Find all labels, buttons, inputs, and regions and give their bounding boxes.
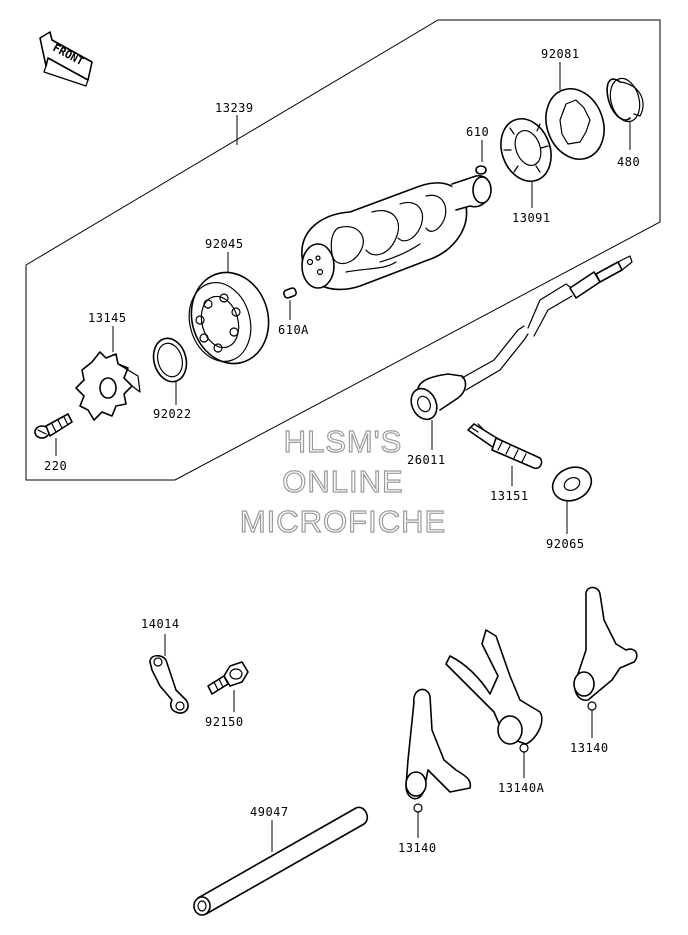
part-label-92150: 92150 xyxy=(205,715,244,729)
part-label-480: 480 xyxy=(617,155,640,169)
watermark-line-2: ONLINE xyxy=(282,464,403,499)
shaft-49047 xyxy=(193,806,369,916)
shift-drum xyxy=(301,175,492,291)
part-label-92065: 92065 xyxy=(546,537,585,551)
part-label-92022: 92022 xyxy=(153,407,192,421)
part-label-220: 220 xyxy=(44,459,67,473)
screw-220 xyxy=(34,413,73,439)
star-plate-13091 xyxy=(500,118,552,182)
part-label-13145: 13145 xyxy=(88,311,127,325)
part-label-92081: 92081 xyxy=(541,47,580,61)
neutral-switch-26011 xyxy=(410,255,633,421)
bearing-92045 xyxy=(188,271,270,365)
watermark-line-1: HLSM'S xyxy=(284,424,403,459)
fork-13140-right xyxy=(573,586,638,711)
washer-92065 xyxy=(551,466,593,502)
watermark: HLSM'S ONLINE MICROFICHE xyxy=(239,423,446,539)
pin-610A xyxy=(283,287,297,299)
part-label-13151: 13151 xyxy=(490,489,529,503)
star-cam-13145 xyxy=(75,351,141,421)
circlip-480 xyxy=(606,77,644,123)
bolt-92150 xyxy=(207,661,249,695)
watermark-line-3: MICROFICHE xyxy=(240,504,446,539)
part-label-13239: 13239 xyxy=(215,101,254,115)
fork-13140-left xyxy=(405,688,472,813)
part-label-49047: 49047 xyxy=(250,805,289,819)
fork-13140A xyxy=(445,629,543,753)
part-label-14014: 14014 xyxy=(141,617,180,631)
part-label-13091: 13091 xyxy=(512,211,551,225)
part-label-13140A: 13140A xyxy=(498,781,545,795)
part-label-92045: 92045 xyxy=(205,237,244,251)
part-label-13140-right: 13140 xyxy=(570,741,609,755)
assembly-outline xyxy=(25,19,661,481)
pin-610 xyxy=(475,165,487,175)
plate-14014 xyxy=(149,654,189,714)
part-label-13140-left: 13140 xyxy=(398,841,437,855)
plate-92081 xyxy=(545,88,605,160)
part-label-26011: 26011 xyxy=(407,453,446,467)
part-label-610A: 610A xyxy=(278,323,309,337)
front-arrow-icon: FRONT xyxy=(39,31,93,87)
pin-13151 xyxy=(467,423,543,470)
ring-92022 xyxy=(152,337,188,383)
part-label-610: 610 xyxy=(466,125,489,139)
